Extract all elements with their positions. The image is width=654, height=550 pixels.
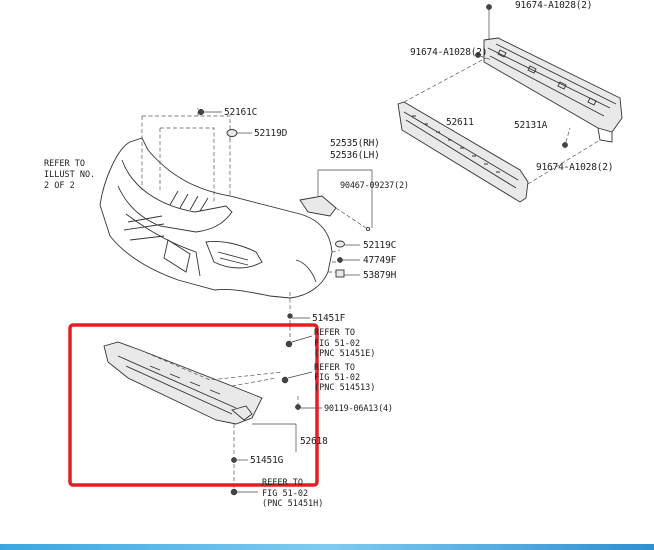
label-52536: 52536(LH): [330, 150, 380, 161]
label-51451f: 51451F: [312, 313, 346, 324]
label-51451g: 51451G: [250, 455, 284, 466]
refer-illus-line3: 2 OF 2: [44, 181, 75, 191]
clip-52161c: [197, 108, 222, 116]
label-90119: 90119-06A13(4): [324, 404, 393, 414]
label-53879h: 53879H: [363, 270, 397, 281]
ref3-line1: REFER TO: [262, 478, 303, 488]
bolt-91674: [475, 4, 571, 148]
engine-undercover: [103, 341, 283, 425]
highlight-box: [68, 323, 319, 487]
ref2-line1: REFER TO: [314, 363, 355, 373]
label-52131a: 52131A: [514, 120, 548, 131]
refer-illus-line1: REFER TO: [44, 159, 85, 169]
label-91674-left: 91674-A1028(2): [410, 47, 487, 58]
label-52161c: 52161C: [224, 107, 257, 118]
label-52535: 52535(RH): [330, 138, 380, 149]
label-90467: 90467-09237(2): [340, 181, 409, 191]
undercover-bolts: [252, 371, 322, 452]
refer-illus-line2: ILLUST NO.: [44, 170, 95, 180]
side-retainer: [299, 169, 373, 232]
side-fasteners: [328, 240, 360, 278]
label-52611: 52611: [446, 117, 474, 128]
label-91674-top: 91674-A1028(2): [515, 0, 592, 11]
bolt-51451f: [285, 292, 313, 348]
ref1-line1: REFER TO: [314, 328, 355, 338]
clip-52119d: [226, 129, 252, 137]
ref3-line2: FIG 51-02: [262, 489, 308, 499]
bottom-strip: [0, 544, 654, 550]
energy-absorber: [397, 101, 529, 203]
ref2-line2: FIG 51-02: [314, 373, 360, 383]
ref1-line2: FIG 51-02: [314, 339, 360, 349]
ref2-line3: (PNC 514513): [314, 383, 375, 393]
label-52119d: 52119D: [254, 128, 288, 139]
label-47749f: 47749F: [363, 255, 397, 266]
ref1-line3: (PNC 51451E): [314, 349, 375, 359]
label-52119c: 52119C: [363, 240, 396, 251]
bumper-cover: [99, 137, 333, 299]
label-91674-right: 91674-A1028(2): [536, 162, 613, 173]
label-52618: 52618: [300, 436, 328, 447]
ref3-line3: (PNC 51451H): [262, 499, 323, 509]
bumper-reinforcement: [483, 37, 623, 143]
